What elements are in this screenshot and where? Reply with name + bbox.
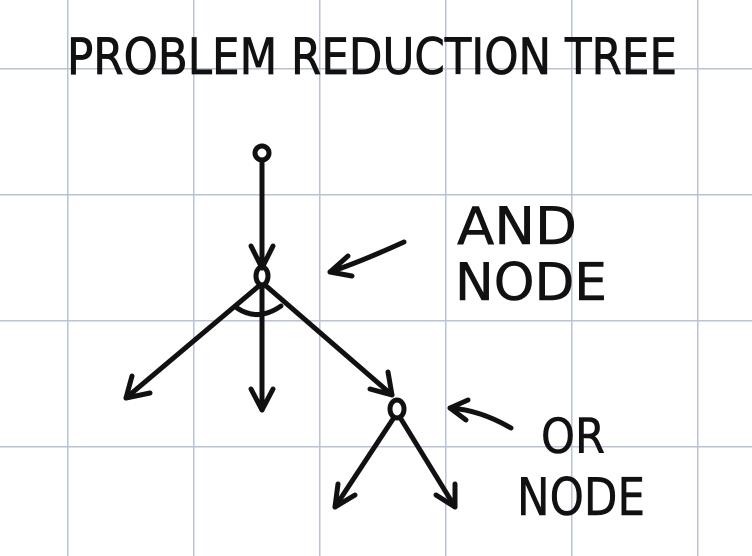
diagram-title: PROBLEM REDUCTION TREE: [67, 28, 677, 86]
or-pointer-arrow: [447, 405, 514, 431]
or-node: [387, 397, 407, 421]
arrowhead-and-middle: [248, 386, 276, 413]
arrowhead-and-to-or: [367, 369, 395, 398]
arrowhead-and-left: [123, 373, 153, 401]
edge-or-to-right-child: [398, 416, 458, 510]
arrowhead-or-left: [332, 481, 358, 510]
arrowhead-or-right: [433, 481, 458, 510]
and-label-line1: AND: [457, 197, 577, 257]
or-pointer-arrowhead: [447, 397, 471, 423]
and-pointer-arrow: [327, 239, 407, 275]
or-label-line2: NODE: [517, 468, 645, 528]
and-arc: [234, 303, 284, 317]
edge-and-to-left-child: [123, 282, 263, 401]
and-label-line2: NODE: [455, 253, 607, 313]
or-label-line1: OR: [541, 409, 605, 465]
root-node: [252, 143, 272, 163]
edge-and-to-or-node: [262, 282, 395, 398]
and-pointer-arrowhead: [327, 253, 355, 279]
edge-or-to-left-child: [332, 416, 396, 510]
